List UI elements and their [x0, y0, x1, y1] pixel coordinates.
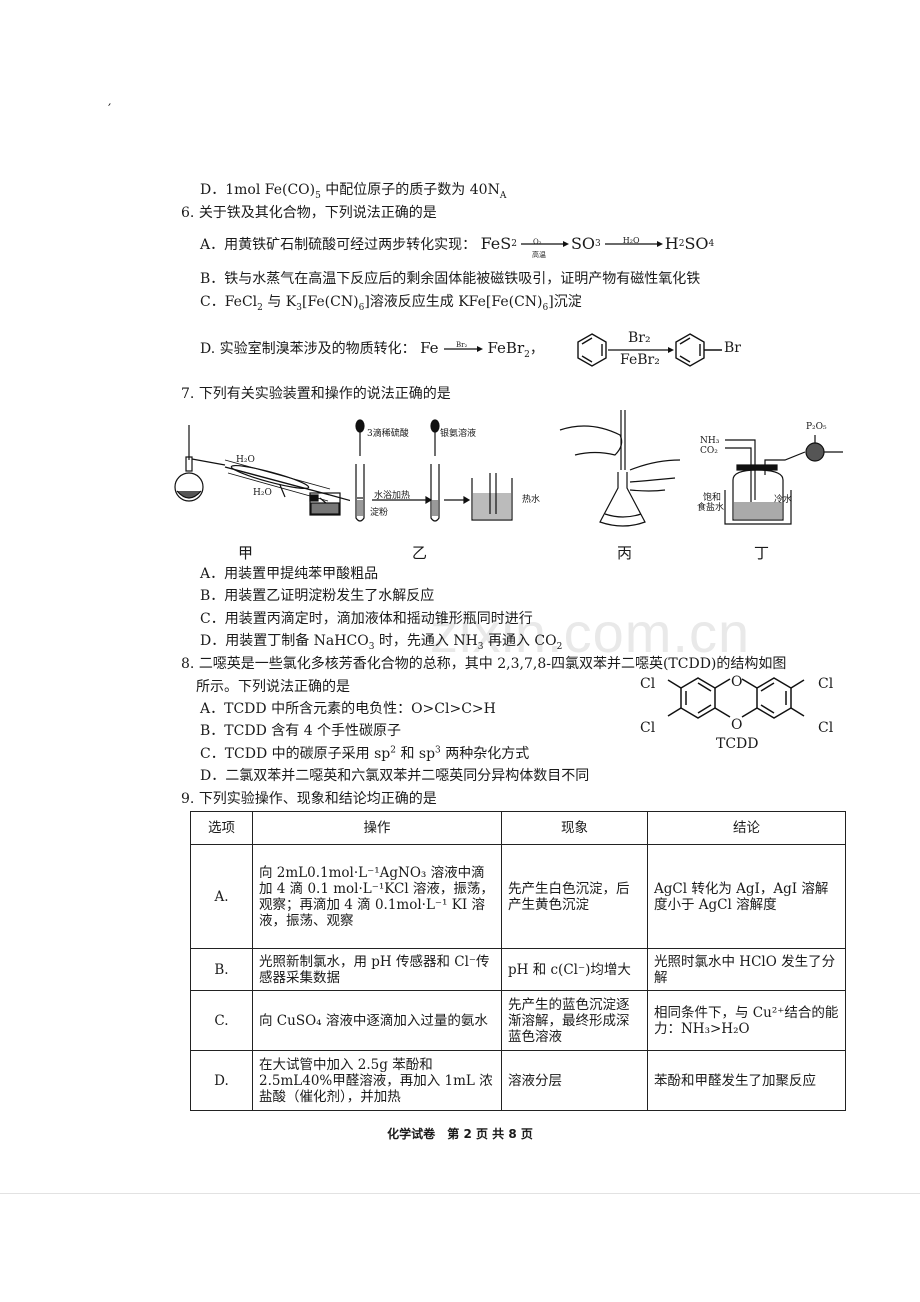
q8-option-c: C．TCDD 中的碳原子采用 sp2 和 sp3 两种杂化方式: [200, 745, 530, 762]
figure-caption-bing: 丙: [617, 544, 633, 562]
water-bath-heating-label: 水浴加热: [374, 491, 411, 501]
hot-water-label: 热水: [522, 495, 541, 505]
cell-phenomenon: 先产生白色沉淀，后产生黄色沉淀: [501, 844, 648, 949]
p2o5-label: P₂O₅: [806, 422, 827, 432]
cell-option: A.: [190, 844, 253, 949]
tcdd-atom-o: O: [731, 717, 743, 733]
q8-option-b: B．TCDD 含有 4 个手性碳原子: [200, 723, 402, 739]
q7-stem: 7. 下列有关实验装置和操作的说法正确的是: [181, 386, 451, 402]
q7-option-a: A．用装置甲提纯苯甲酸粗品: [200, 566, 379, 582]
q7-option-b: B．用装置乙证明淀粉发生了水解反应: [200, 588, 435, 604]
starch-hydrolysis-figure: [355, 419, 513, 522]
q5-option-d: D．1mol Fe(CO)5 中配位原子的质子数为 40NA: [200, 182, 507, 201]
page-separator: [0, 1193, 920, 1194]
header-option: 选项: [190, 811, 253, 845]
q8-stem-line1: 8. 二噁英是一些氯化多核芳香化合物的总称，其中 2,3,7,8-四氯双苯并二噁…: [181, 656, 787, 672]
table-row: C. 向 CuSO₄ 溶液中逐滴加入过量的氨水 先产生的蓝色沉淀逐渐溶解，最终形…: [190, 990, 846, 1051]
cell-conclusion: 相同条件下，与 Cu²⁺结合的能力：NH₃>H₂O: [647, 990, 846, 1051]
distillation-apparatus-figure: [174, 425, 350, 516]
footer-subject: 化学试卷: [387, 1127, 436, 1141]
tcdd-atom-cl: Cl: [640, 720, 656, 736]
q6-option-d: D. 实验室制溴苯涉及的物质转化： Fe Br₂ FeBr2，: [200, 339, 544, 360]
reaction-arrow: Br₂: [443, 339, 484, 359]
cell-operation: 向 2mL0.1mol·L⁻¹AgNO₃ 溶液中滴加 4 滴 0.1 mol·L…: [252, 844, 502, 949]
bromobenzene-ring-icon: [675, 333, 722, 367]
cell-conclusion: AgCl 转化为 AgI，AgI 溶解度小于 AgCl 溶解度: [647, 844, 846, 949]
saturated-label: 饱和: [703, 493, 722, 503]
cell-operation: 光照新制氯水，用 pH 传感器和 Cl⁻传感器采集数据: [252, 948, 502, 991]
dilute-sulfuric-acid-label: 3滴稀硫酸: [367, 429, 409, 439]
tcdd-atom-cl: Cl: [818, 720, 834, 736]
tcdd-structure-diagram: [667, 677, 805, 719]
header-conclusion: 结论: [647, 811, 846, 845]
h2o-outlet-label: H₂O: [253, 488, 272, 498]
titration-figure: [559, 410, 681, 527]
cell-operation: 向 CuSO₄ 溶液中逐滴加入过量的氨水: [252, 990, 502, 1051]
cell-phenomenon: 先产生的蓝色沉淀逐渐溶解，最终形成深蓝色溶液: [501, 990, 648, 1051]
cell-option: C.: [190, 990, 253, 1051]
q6-option-b: B．铁与水蒸气在高温下反应后的剩余固体能被磁铁吸引，证明产物有磁性氧化铁: [200, 271, 701, 287]
q6-option-c: C．FeCl2 与 K3[Fe(CN)6]溶液反应生成 KFe[Fe(CN)6]…: [200, 294, 582, 313]
table-row: B. 光照新制氯水，用 pH 传感器和 Cl⁻传感器采集数据 pH 和 c(Cl…: [190, 948, 846, 991]
q9-stem: 9. 下列实验操作、现象和结论均正确的是: [181, 791, 437, 807]
bromobenzene-reaction-diagram: [577, 333, 722, 367]
page-footer: 化学试卷 第 2 页 共 8 页: [0, 1125, 920, 1142]
q8-stem-line2: 所示。下列说法正确的是: [196, 679, 350, 695]
figure-caption-jia: 甲: [238, 544, 254, 562]
tcdd-atom-cl: Cl: [818, 676, 834, 692]
cell-phenomenon: pH 和 c(Cl⁻)均增大: [501, 948, 648, 991]
q8-option-d: D．二氯双苯并二噁英和六氯双苯并二噁英同分异构体数目不同: [200, 768, 590, 784]
tcdd-atom-o: O: [731, 674, 743, 690]
reaction-arrow: H₂O: [603, 234, 663, 254]
experiment-table: 选项 操作 现象 结论 A. 向 2mL0.1mol·L⁻¹AgNO₃ 溶液中滴…: [190, 811, 846, 1111]
q7-option-d: D．用装置丁制备 NaHCO3 时，先通入 NH3 再通入 CO2: [200, 633, 563, 652]
cell-phenomenon: 溶液分层: [501, 1050, 648, 1111]
tcdd-caption: TCDD: [716, 736, 759, 752]
q6-stem: 6. 关于铁及其化合物，下列说法正确的是: [181, 205, 437, 221]
tcdd-atom-cl: Cl: [640, 676, 656, 692]
table-row: D. 在大试管中加入 2.5g 苯酚和 2.5mL40%甲醛溶液，再加入 1mL…: [190, 1050, 846, 1111]
q7-option-c: C．用装置丙滴定时，滴加液体和摇动锥形瓶同时进行: [200, 611, 533, 627]
reaction-arrow: O₂ 高温: [519, 234, 569, 259]
cell-option: B.: [190, 948, 253, 991]
cell-conclusion: 光照时氯水中 HClO 发生了分解: [647, 948, 846, 991]
cold-water-label: 冷水: [774, 495, 793, 505]
h2o-inlet-label: H₂O: [236, 455, 255, 465]
arrow-bottom-catalyst: FeBr₂: [620, 352, 660, 368]
benzene-ring-icon: [577, 333, 607, 367]
cell-operation: 在大试管中加入 2.5g 苯酚和 2.5mL40%甲醛溶液，再加入 1mL 浓盐…: [252, 1050, 502, 1111]
co2-label: CO₂: [700, 446, 718, 456]
table-row: A. 向 2mL0.1mol·L⁻¹AgNO₃ 溶液中滴加 4 滴 0.1 mo…: [190, 844, 846, 949]
silver-ammonia-label: 银氨溶液: [440, 429, 477, 439]
brine-label: 食盐水: [697, 503, 725, 513]
sodium-bicarbonate-apparatus-figure: [724, 435, 843, 525]
receiving-beaker-icon: [309, 492, 341, 516]
q8-option-a: A．TCDD 中所含元素的电负性：O>Cl>C>H: [200, 701, 496, 717]
figure-caption-yi: 乙: [412, 544, 428, 562]
nh3-label: NH₃: [700, 436, 720, 446]
table-header-row: 选项 操作 现象 结论: [190, 811, 846, 845]
arrow-top-reagent: Br₂: [628, 330, 651, 346]
substituent-br: Br: [724, 340, 741, 356]
cell-option: D.: [190, 1050, 253, 1111]
starch-label: 淀粉: [370, 508, 389, 518]
cell-conclusion: 苯酚和甲醛发生了加聚反应: [647, 1050, 846, 1111]
figure-caption-ding: 丁: [754, 544, 770, 562]
stray-mark: ′: [108, 102, 112, 118]
header-operation: 操作: [252, 811, 502, 845]
header-phenomenon: 现象: [501, 811, 648, 845]
footer-page-number: 第 2 页 共 8 页: [447, 1127, 533, 1141]
